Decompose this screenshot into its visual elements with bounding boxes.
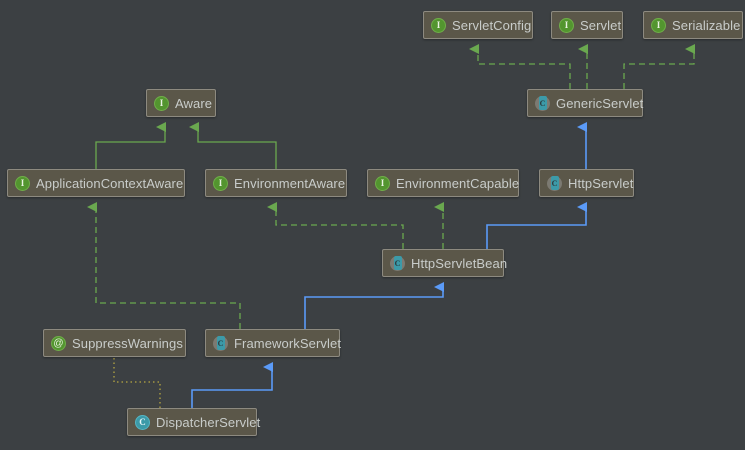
edge-genericservlet-serializable — [623, 44, 695, 89]
node-label: ServletConfig — [452, 17, 532, 33]
node-label: DispatcherServlet — [156, 414, 261, 430]
edge-httpservletbean-environmentaware — [267, 202, 404, 249]
interface-icon: I — [651, 17, 666, 33]
node-applicationcontextaware[interactable]: I ApplicationContextAware — [7, 169, 185, 197]
node-httpservletbean[interactable]: C HttpServletBean — [382, 249, 508, 277]
node-environmentaware[interactable]: I EnvironmentAware — [205, 169, 347, 197]
node-label: GenericServlet — [556, 95, 644, 111]
annotation-icon: @ — [51, 335, 66, 351]
edge-genericservlet-servletconfig — [469, 44, 571, 89]
interface-icon: I — [431, 17, 446, 33]
edge-environmentaware-aware — [189, 122, 277, 169]
node-suppresswarnings[interactable]: @ SuppressWarnings — [43, 329, 186, 357]
abstract-class-icon: C — [390, 255, 405, 271]
interface-icon: I — [15, 175, 30, 191]
node-label: Serializable — [672, 17, 741, 33]
node-environmentcapable[interactable]: I EnvironmentCapable — [367, 169, 519, 197]
node-label: SuppressWarnings — [72, 335, 183, 351]
node-label: Servlet — [580, 17, 622, 33]
node-serializable[interactable]: I Serializable — [643, 11, 743, 39]
edge-frameworkservlet-httpservletbean — [304, 282, 444, 329]
edge-applicationcontextaware-aware — [95, 122, 166, 169]
interface-icon: I — [154, 95, 169, 111]
interface-icon: I — [375, 175, 390, 191]
node-genericservlet[interactable]: C GenericServlet — [527, 89, 643, 117]
abstract-class-icon: C — [213, 335, 228, 351]
edge-dispatcherservlet-suppresswarnings — [113, 357, 161, 408]
node-servletconfig[interactable]: I ServletConfig — [423, 11, 533, 39]
node-label: ApplicationContextAware — [36, 175, 184, 191]
node-servlet[interactable]: I Servlet — [551, 11, 623, 39]
class-icon: C — [135, 414, 150, 430]
node-aware[interactable]: I Aware — [146, 89, 216, 117]
edge-httpservletbean-httpservlet — [486, 202, 587, 249]
abstract-class-icon: C — [535, 95, 550, 111]
edge-dispatcherservlet-frameworkservlet — [191, 362, 273, 408]
node-dispatcherservlet[interactable]: C DispatcherServlet — [127, 408, 261, 436]
node-label: HttpServletBean — [411, 255, 508, 271]
node-label: Aware — [175, 95, 213, 111]
node-httpservlet[interactable]: C HttpServlet — [539, 169, 634, 197]
interface-icon: I — [213, 175, 228, 191]
abstract-class-icon: C — [547, 175, 562, 191]
node-frameworkservlet[interactable]: C FrameworkServlet — [205, 329, 342, 357]
node-label: HttpServlet — [568, 175, 634, 191]
node-label: FrameworkServlet — [234, 335, 342, 351]
edge-frameworkservlet-applicationcontextaware — [87, 202, 241, 329]
node-label: EnvironmentAware — [234, 175, 346, 191]
node-label: EnvironmentCapable — [396, 175, 520, 191]
interface-icon: I — [559, 17, 574, 33]
